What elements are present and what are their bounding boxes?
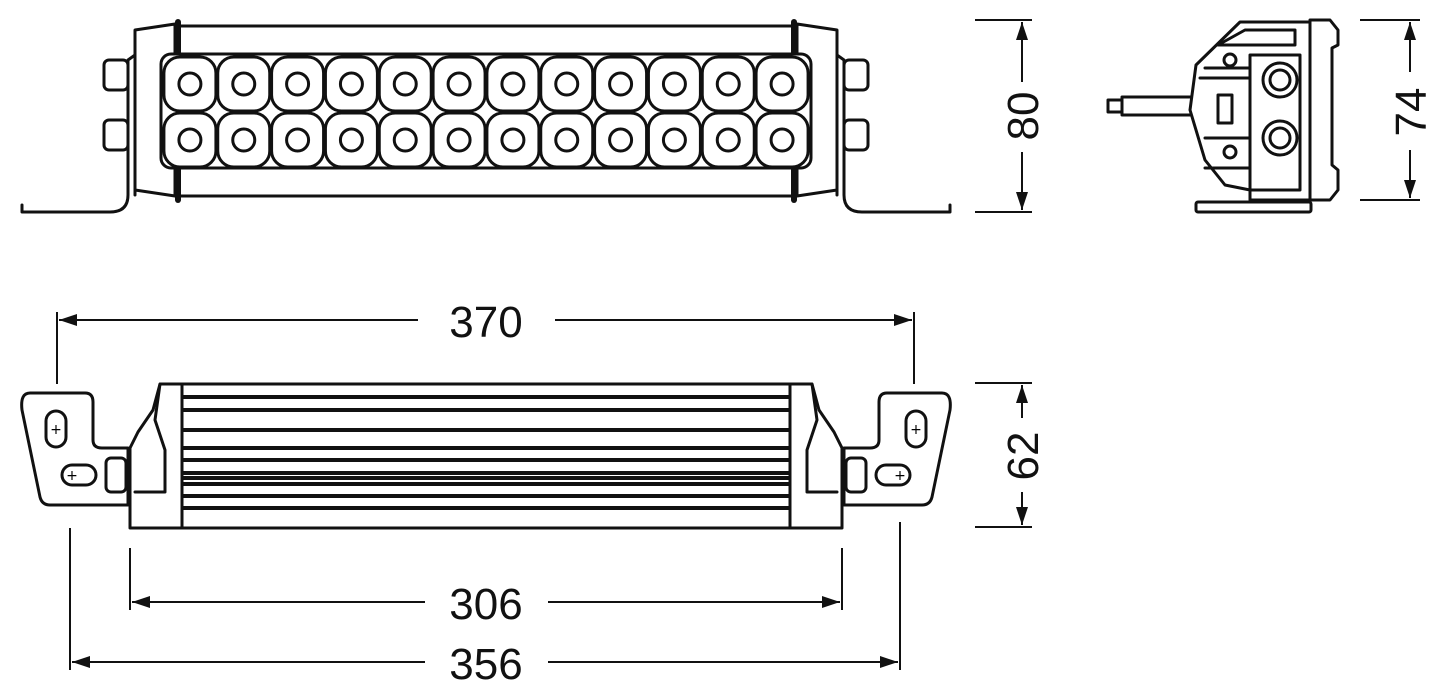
led-icon: [323, 111, 379, 169]
dimension-label-306: 306: [449, 580, 522, 629]
dimension-label-74: 74: [1387, 88, 1436, 137]
dimension-356: 356: [69, 522, 901, 689]
led-icon: [431, 111, 487, 169]
left-mount-plate: [20, 391, 130, 507]
led-icon: [377, 55, 433, 113]
led-icon: [377, 111, 433, 169]
bolt-icon: [844, 456, 868, 494]
led-icon: [700, 111, 756, 169]
left-bracket: [20, 22, 177, 214]
right-mount-plate: [842, 391, 952, 507]
led-icon: [754, 55, 810, 113]
side-view: [1106, 18, 1340, 214]
dimension-label-356: 356: [449, 640, 522, 689]
led-icon: [216, 55, 272, 113]
svg-text:+: +: [910, 422, 922, 438]
led-icon: [539, 111, 595, 169]
led-icon: [700, 55, 756, 113]
right-bracket: [795, 22, 952, 214]
bolt-icon: [842, 118, 870, 152]
dimension-306: 306: [129, 548, 843, 629]
led-icon: [646, 111, 702, 169]
dimension-label-80: 80: [999, 92, 1048, 141]
led-icon: [270, 111, 326, 169]
bolt-icon: [842, 58, 870, 92]
led-icon: [593, 55, 649, 113]
dimension-74: 74: [1360, 19, 1436, 201]
svg-text:+: +: [50, 422, 62, 438]
led-icon: [485, 55, 541, 113]
cable-connector: [1106, 98, 1124, 114]
mount-hole-icon: [1261, 61, 1299, 99]
led-icon: [323, 55, 379, 113]
dimension-370: 370: [56, 298, 915, 384]
led-icon: [216, 111, 272, 169]
heatsink-fins: [182, 395, 790, 510]
led-icon: [646, 55, 702, 113]
bolt-icon: [102, 58, 130, 92]
led-icon: [485, 111, 541, 169]
led-icon: [162, 55, 218, 113]
dimension-80: 80: [975, 19, 1048, 213]
dimension-62: 62: [975, 382, 1048, 528]
led-icon: [754, 111, 810, 169]
led-array: [162, 55, 810, 169]
led-icon: [539, 55, 595, 113]
bolt-icon: [102, 118, 130, 152]
led-icon: [270, 55, 326, 113]
dimension-label-62: 62: [999, 432, 1048, 481]
led-icon: [593, 111, 649, 169]
bolt-icon: [104, 456, 128, 494]
led-icon: [431, 55, 487, 113]
top-view: + + + +: [20, 382, 952, 530]
svg-text:+: +: [894, 468, 906, 484]
dimension-label-370: 370: [449, 298, 522, 347]
led-icon: [162, 111, 218, 169]
svg-text:+: +: [66, 468, 78, 484]
mount-hole-icon: [1261, 119, 1299, 157]
front-view: [20, 19, 952, 214]
